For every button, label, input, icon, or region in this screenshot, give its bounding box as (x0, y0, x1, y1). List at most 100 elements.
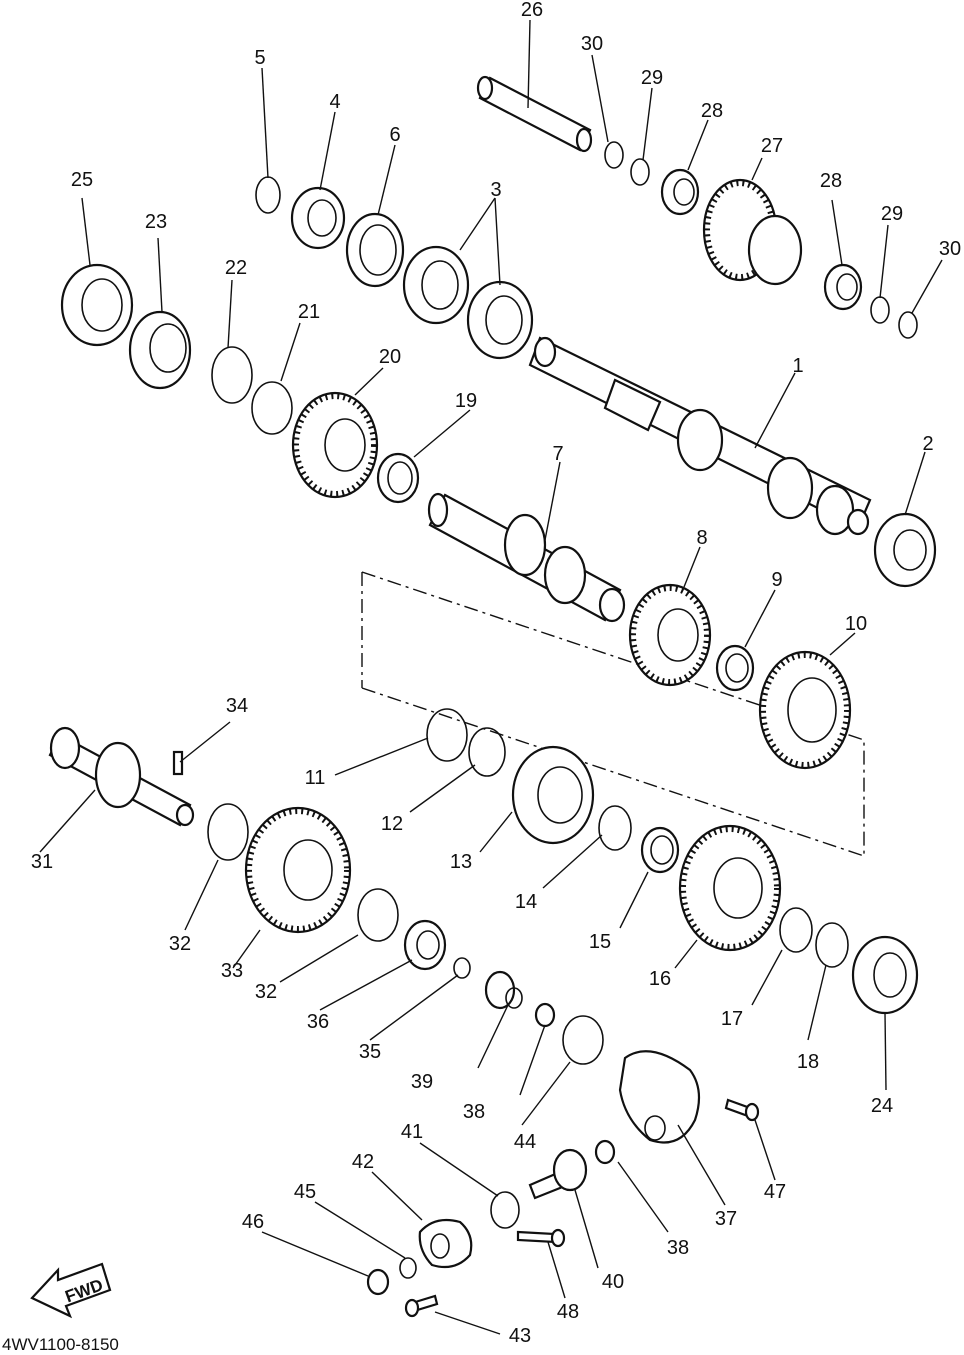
callout-41: 41 (401, 1121, 423, 1143)
bearing-25 (60, 263, 134, 347)
circlip-30-right (898, 311, 918, 339)
bearing-28-right (823, 263, 863, 311)
circlip-32-lower (357, 888, 399, 942)
bushing-19 (376, 452, 420, 504)
callout-4: 4 (329, 91, 340, 113)
callout-22: 22 (225, 257, 247, 279)
output-shaft (48, 726, 195, 827)
oring-5 (255, 176, 281, 214)
shift-shaft (476, 75, 593, 153)
seal-6 (345, 212, 405, 288)
callout-46: 46 (242, 1211, 264, 1233)
driven-gear-40 (528, 1148, 588, 1200)
callout-5: 5 (254, 47, 265, 69)
dog-clutch-13 (511, 745, 595, 845)
washer-14 (598, 805, 632, 851)
callout-30-right: 30 (939, 238, 961, 260)
main-axle-shaft (528, 336, 872, 536)
callout-12: 12 (381, 813, 403, 835)
callout-38-upper: 38 (463, 1101, 485, 1123)
assembly-bracket-line (361, 571, 865, 857)
callout-6: 6 (389, 124, 400, 146)
callout-25: 25 (71, 169, 93, 191)
callout-29-right: 29 (881, 203, 903, 225)
callout-2: 2 (922, 433, 933, 455)
callout-19: 19 (455, 390, 477, 412)
callout-37: 37 (715, 1208, 737, 1230)
bearing-2 (873, 512, 937, 588)
bearing-36 (403, 919, 447, 971)
circlip-35 (453, 957, 471, 979)
bolt-43 (404, 1294, 439, 1318)
callout-32-lower: 32 (255, 981, 277, 1003)
callout-labels: 1 2 3 4 5 6 7 8 9 10 11 12 13 14 15 16 1… (31, 0, 961, 1347)
callout-28-right: 28 (820, 170, 842, 192)
bearing-24 (851, 935, 919, 1015)
gear-8 (628, 583, 712, 687)
circlip-12 (468, 727, 506, 777)
callout-39: 39 (411, 1071, 433, 1093)
callout-15: 15 (589, 931, 611, 953)
callout-17: 17 (721, 1008, 743, 1030)
bushing-38-upper (534, 1002, 556, 1028)
washer-21 (251, 381, 293, 435)
washer-29-right (870, 296, 890, 324)
callout-48: 48 (557, 1301, 579, 1323)
bearing-4 (290, 186, 346, 250)
callout-11: 11 (305, 767, 326, 789)
gear-27 (702, 178, 803, 286)
callout-26: 26 (521, 0, 543, 21)
callout-45: 45 (294, 1181, 316, 1203)
callout-13: 13 (450, 851, 472, 873)
callout-47: 47 (764, 1181, 786, 1203)
callout-43: 43 (509, 1325, 531, 1347)
circlip-22 (211, 346, 253, 404)
gear-33 (244, 806, 352, 934)
callout-34: 34 (226, 695, 248, 717)
callout-32-upper: 32 (169, 933, 191, 955)
washer-45 (399, 1257, 417, 1279)
leader-lines (39, 19, 943, 1335)
circlip-18 (815, 922, 849, 968)
washer-17 (779, 907, 813, 953)
diagram-code: 4WV1100-8150 (2, 1335, 119, 1354)
callout-9: 9 (771, 569, 782, 591)
callout-23: 23 (145, 211, 167, 233)
drive-gear-39 (484, 970, 523, 1010)
callout-28-top: 28 (701, 100, 723, 122)
callout-18: 18 (797, 1051, 819, 1073)
callout-1: 1 (792, 355, 803, 377)
callout-33: 33 (221, 960, 243, 982)
oring-44 (562, 1015, 604, 1065)
callout-30-top: 30 (581, 33, 603, 55)
washer-29-top (630, 158, 650, 186)
sensor-42 (418, 1218, 473, 1269)
washer-11 (426, 708, 468, 762)
callout-35: 35 (359, 1041, 381, 1063)
callout-21: 21 (298, 301, 320, 323)
callout-24: 24 (871, 1095, 893, 1117)
callout-10: 10 (845, 613, 867, 635)
callout-3: 3 (490, 179, 501, 201)
gear-10 (758, 650, 852, 770)
bushing-15 (640, 826, 680, 874)
oring-41 (490, 1191, 520, 1229)
callout-27: 27 (761, 135, 783, 157)
bolt-48 (516, 1228, 566, 1248)
callout-29-top: 29 (641, 67, 663, 89)
circlip-32-upper (207, 803, 249, 861)
callout-42: 42 (352, 1151, 374, 1173)
dog-clutch-23 (128, 310, 192, 390)
callout-14: 14 (515, 891, 537, 913)
callout-40: 40 (602, 1271, 624, 1293)
callout-8: 8 (696, 527, 707, 549)
bolt-47 (724, 1098, 760, 1122)
bushing-9 (715, 644, 755, 692)
bearing-28-top (660, 168, 700, 216)
callout-38-lower: 38 (667, 1237, 689, 1259)
callout-36: 36 (307, 1011, 329, 1033)
gear-20 (291, 391, 379, 499)
housing-37 (618, 1050, 701, 1144)
nut-46 (366, 1268, 390, 1296)
